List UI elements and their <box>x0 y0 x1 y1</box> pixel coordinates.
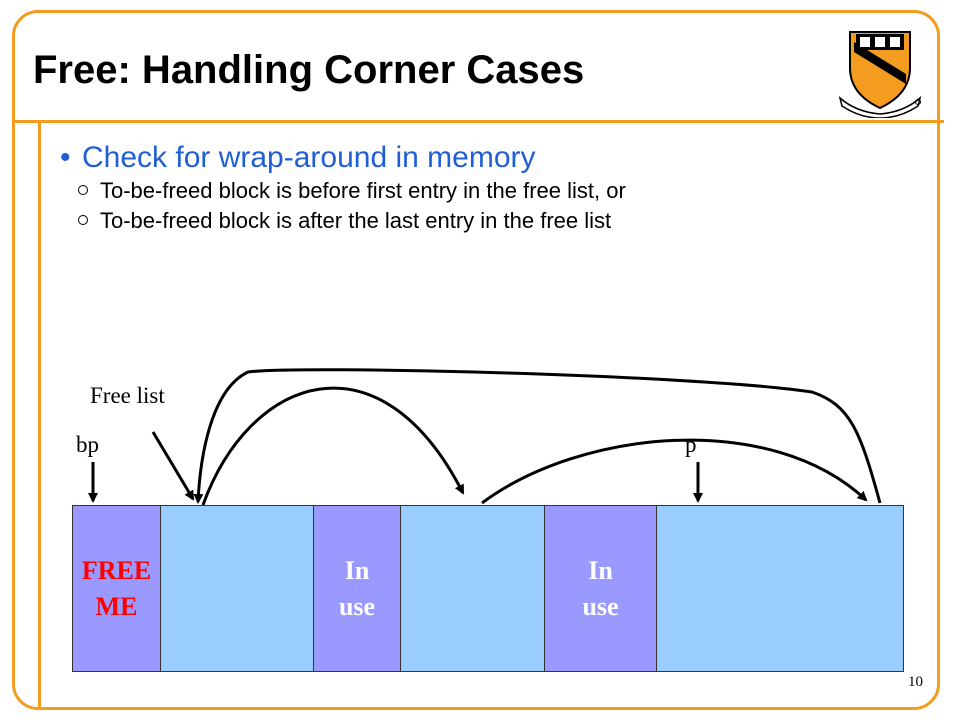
p-label: p <box>685 432 697 457</box>
memory-block-in-use: In use <box>544 505 657 672</box>
memory-block-free <box>160 505 314 672</box>
block-label: FREE ME <box>81 555 152 621</box>
block-label: In use <box>582 555 619 621</box>
memory-block-free <box>400 505 545 672</box>
bullet-main-text: Check for wrap-around in memory <box>82 141 536 174</box>
free-list-arrow <box>151 431 195 501</box>
free-list-label: Free list <box>90 383 165 408</box>
sub-bullet-ring-icon <box>78 215 88 226</box>
sub-bullet-text: To-be-freed block is after the last entr… <box>100 208 612 233</box>
bullet-main: • Check for wrap-around in memory <box>60 140 920 176</box>
block-label: In use <box>338 555 376 621</box>
memory-block-free <box>656 505 904 672</box>
wrap-around-arrow <box>193 368 882 504</box>
memory-block-free-me: FREE ME <box>72 505 161 672</box>
title-divider <box>12 120 944 123</box>
bullet-dot-icon: • <box>60 141 71 174</box>
page-number: 10 <box>908 674 923 690</box>
sub-bullet: To-be-freed block is before first entry … <box>78 176 920 206</box>
sub-bullet: To-be-freed block is after the last entr… <box>78 206 920 236</box>
sub-bullet-text: To-be-freed block is before first entry … <box>100 178 626 203</box>
left-divider <box>38 120 41 710</box>
link-arrow-1 <box>201 386 465 506</box>
memory-block-in-use: In use <box>313 505 401 672</box>
princeton-crest-icon <box>838 31 922 118</box>
link-arrow-2 <box>481 438 868 505</box>
bp-label: bp <box>76 432 99 457</box>
bullet-list: • Check for wrap-around in memory To-be-f… <box>60 140 920 236</box>
slide-title: Free: Handling Corner Cases <box>33 48 585 92</box>
sub-bullet-ring-icon <box>78 185 88 196</box>
slide-frame <box>12 10 940 710</box>
